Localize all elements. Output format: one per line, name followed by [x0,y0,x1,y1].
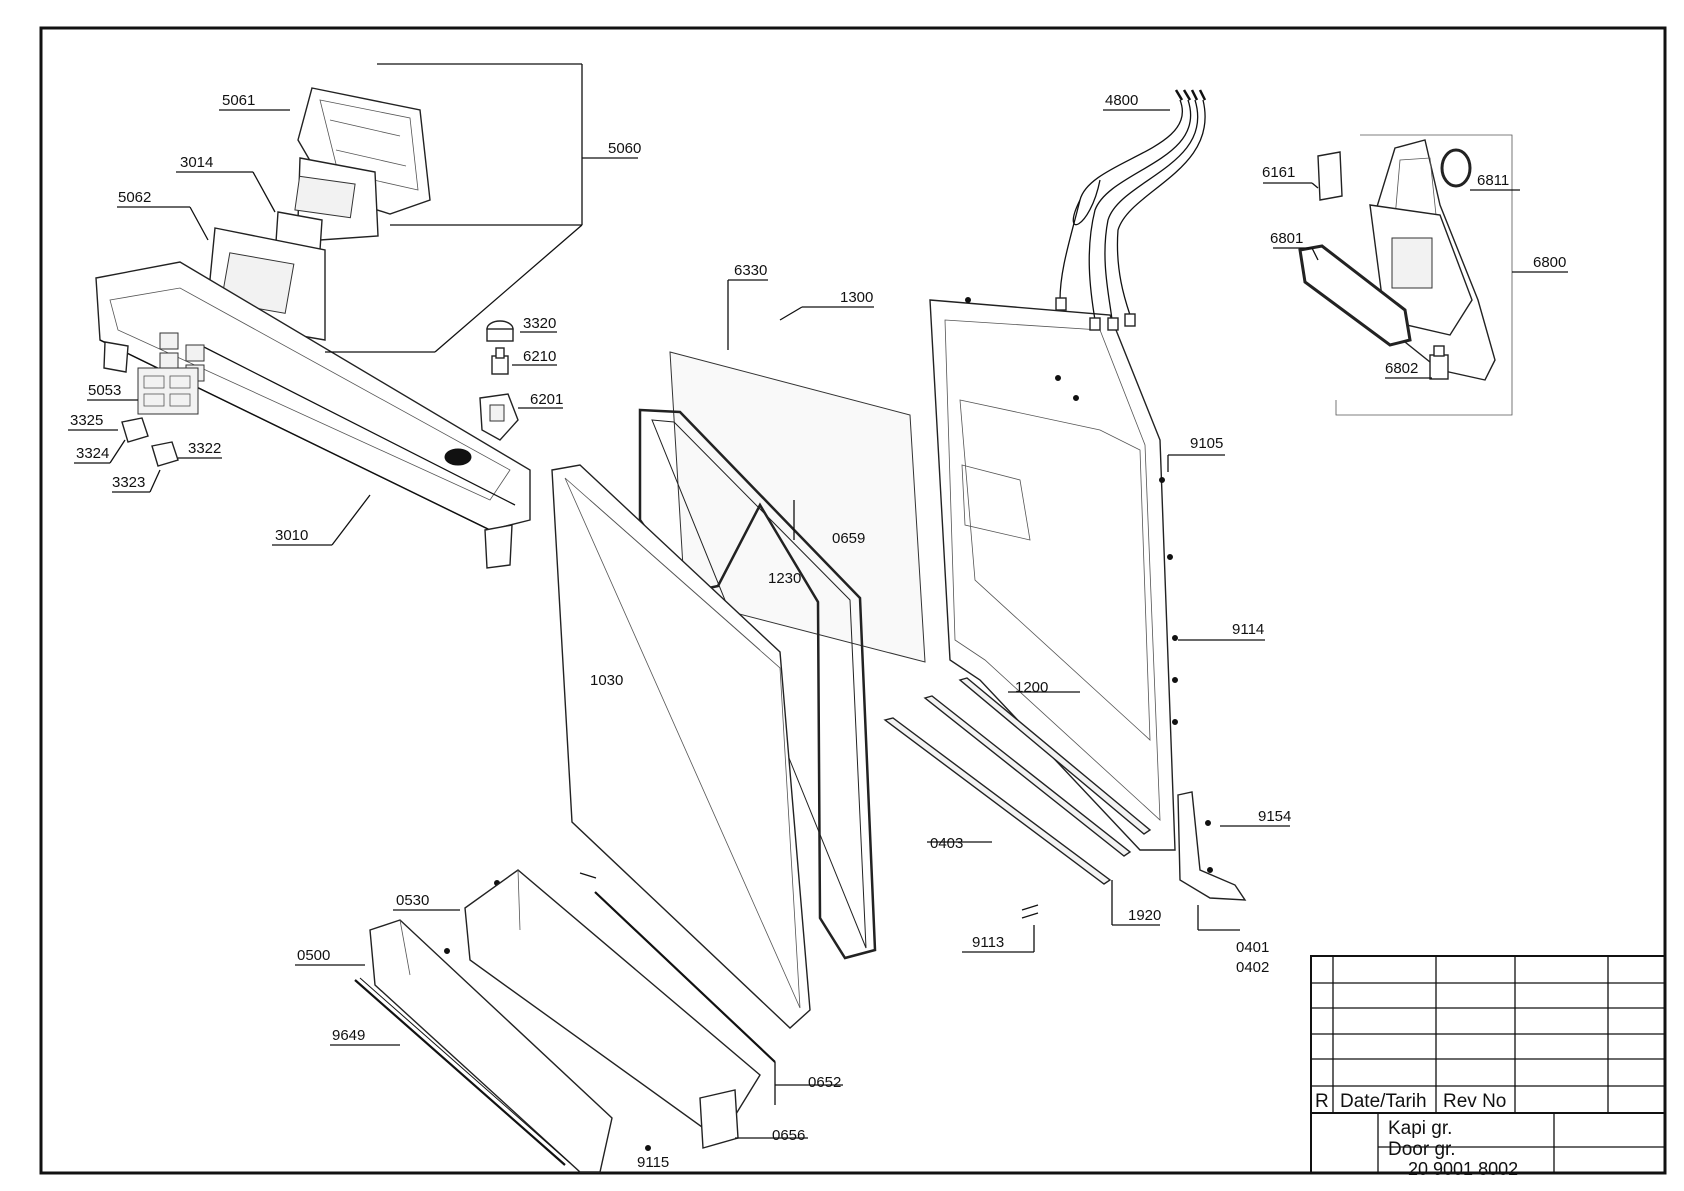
leader-lines-panel [68,63,638,546]
leader-lines-right [1263,182,1568,379]
label-5060: 5060 [608,140,641,157]
label-4800: 4800 [1105,92,1138,109]
bottom-covers-group [354,869,776,1173]
label-0530: 0530 [396,892,429,909]
label-3014: 3014 [180,154,213,171]
label-6802: 6802 [1385,360,1418,377]
label-6811: 6811 [1477,172,1509,189]
title-block: R Date/Tarih Rev No Kapi gr. Door gr. 20… [1310,955,1666,1179]
drawing-frame [39,26,1667,1175]
label-1200: 1200 [1015,679,1048,696]
label-6210: 6210 [523,348,556,365]
label-0652: 0652 [808,1074,841,1091]
label-6800: 6800 [1533,254,1566,271]
label-3324: 3324 [76,445,109,462]
label-0403: 0403 [930,835,963,852]
label-3010: 3010 [275,527,308,544]
wire-harness-group [1055,89,1207,331]
label-1030: 1030 [590,672,623,689]
label-9115: 9115 [637,1154,669,1171]
label-5061: 5061 [222,92,255,109]
label-9154: 9154 [1258,808,1291,825]
title-drawing-no: 20 9001 8002 [1408,1159,1518,1179]
label-1920: 1920 [1128,907,1161,924]
label-0500: 0500 [297,947,330,964]
title-rev: Rev No [1443,1091,1506,1112]
label-9649: 9649 [332,1027,365,1044]
label-3325: 3325 [70,412,103,429]
title-name-tr: Kapi gr. [1388,1118,1452,1139]
label-9105: 9105 [1190,435,1223,452]
dispenser-group [1298,134,1513,416]
label-0656: 0656 [772,1127,805,1144]
label-9113: 9113 [972,934,1004,951]
title-r: R [1315,1091,1329,1112]
title-date: Date/Tarih [1340,1091,1427,1112]
label-3323: 3323 [112,474,145,491]
label-5053: 5053 [88,382,121,399]
control-panel-group [95,87,531,569]
title-name-en: Door gr. [1388,1139,1456,1160]
label-6330: 6330 [734,262,767,279]
label-1230: 1230 [768,570,801,587]
part-labels: 5061 5060 3014 5062 3320 6210 6201 5053 … [70,92,1566,1171]
label-5062: 5062 [118,189,151,206]
panel-knob-hole [444,448,472,466]
label-0401: 0401 [1236,939,1269,956]
label-0659: 0659 [832,530,865,547]
label-6201: 6201 [530,391,563,408]
leader-lines-center [295,279,1290,1139]
label-6161: 6161 [1262,164,1295,181]
label-3322: 3322 [188,440,221,457]
label-0402: 0402 [1236,959,1269,976]
label-6801: 6801 [1270,230,1303,247]
label-3320: 3320 [523,315,556,332]
label-9114: 9114 [1232,621,1264,638]
label-1300: 1300 [840,289,873,306]
door-panels-group [551,299,1247,1029]
